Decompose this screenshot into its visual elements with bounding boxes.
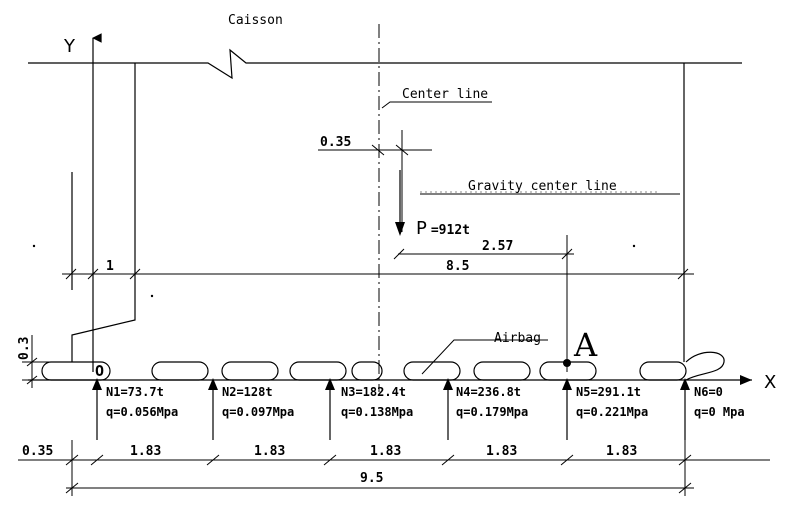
airbag <box>221 361 279 381</box>
reaction-n2-pressure: q=0.097Mpa <box>222 405 294 419</box>
reaction-n3-pressure: q=0.138Mpa <box>341 405 413 419</box>
x-axis-arrowhead <box>740 375 752 385</box>
reaction-arrowhead <box>92 378 102 390</box>
reaction-arrowhead <box>443 378 453 390</box>
spacing-3-value: 1.83 <box>370 444 401 459</box>
airbag-label: Airbag <box>494 331 541 346</box>
p-load-arrowhead <box>395 222 405 236</box>
dim-03-value: 0.3 <box>17 337 32 360</box>
bottom-offset-value: 0.35 <box>22 444 53 459</box>
y-axis-label: Y <box>63 36 76 57</box>
spacing-1-value: 1.83 <box>130 444 161 459</box>
total-dimension-value: 9.5 <box>360 471 383 486</box>
caisson-top-edge <box>28 48 742 80</box>
dim-1-value: 1 <box>106 259 114 274</box>
reaction-arrows <box>92 378 690 440</box>
top-offset-dimension <box>318 130 432 232</box>
reaction-n5-force: N5=291.1t <box>576 385 641 399</box>
top-offset-value: 0.35 <box>320 135 351 150</box>
airbag <box>639 361 687 381</box>
spacing-4-value: 1.83 <box>486 444 517 459</box>
airbag <box>289 361 347 381</box>
reaction-n6-force: N6=0 <box>694 385 723 399</box>
reaction-n5-pressure: q=0.221Mpa <box>576 405 648 419</box>
reaction-n6-pressure: q=0 Mpa <box>694 405 745 419</box>
total-dimension <box>65 440 694 496</box>
reaction-n4-force: N4=236.8t <box>456 385 521 399</box>
caisson-left-wall <box>71 63 136 362</box>
speck <box>632 244 636 248</box>
reaction-arrowhead <box>680 378 690 390</box>
reaction-arrowhead <box>208 378 218 390</box>
spacing-2-value: 1.83 <box>254 444 285 459</box>
reaction-n4-pressure: q=0.179Mpa <box>456 405 528 419</box>
reaction-arrowhead <box>325 378 335 390</box>
point-a-marker <box>563 359 571 367</box>
reaction-n3-force: N3=182.4t <box>341 385 406 399</box>
point-a-label: A <box>573 326 598 364</box>
dim-257 <box>393 235 574 372</box>
reaction-arrowhead <box>562 378 572 390</box>
reaction-n1-pressure: q=0.056Mpa <box>106 405 178 419</box>
airbag <box>473 361 531 381</box>
airbag-end-bulge <box>685 351 725 381</box>
speck <box>32 244 36 248</box>
center-line-label: Center line <box>402 87 488 102</box>
airbag <box>151 361 209 381</box>
reaction-n1-force: N1=73.7t <box>106 385 164 399</box>
p-load-label: P =912t <box>416 218 470 239</box>
airbag-leader <box>421 339 548 375</box>
center-line-leader <box>381 101 492 109</box>
dim-257-value: 2.57 <box>482 239 513 254</box>
speck <box>150 294 154 298</box>
reaction-n2-force: N2=128t <box>222 385 273 399</box>
dim-85 <box>62 268 694 280</box>
spacing-5-value: 1.83 <box>606 444 637 459</box>
caisson-label: Caisson <box>228 13 283 28</box>
gravity-center-line-label: Gravity center line <box>468 179 617 194</box>
airbag-row <box>41 351 725 381</box>
reaction-labels: N1=73.7t q=0.056Mpa N2=128t q=0.097Mpa N… <box>106 385 745 419</box>
spacing-dimension <box>18 440 770 496</box>
origin-label: O <box>95 362 104 380</box>
dim-85-value: 8.5 <box>446 259 469 274</box>
airbag <box>403 361 461 381</box>
x-axis-label: X <box>764 372 776 393</box>
airbag <box>41 361 111 381</box>
airbag <box>351 361 383 381</box>
